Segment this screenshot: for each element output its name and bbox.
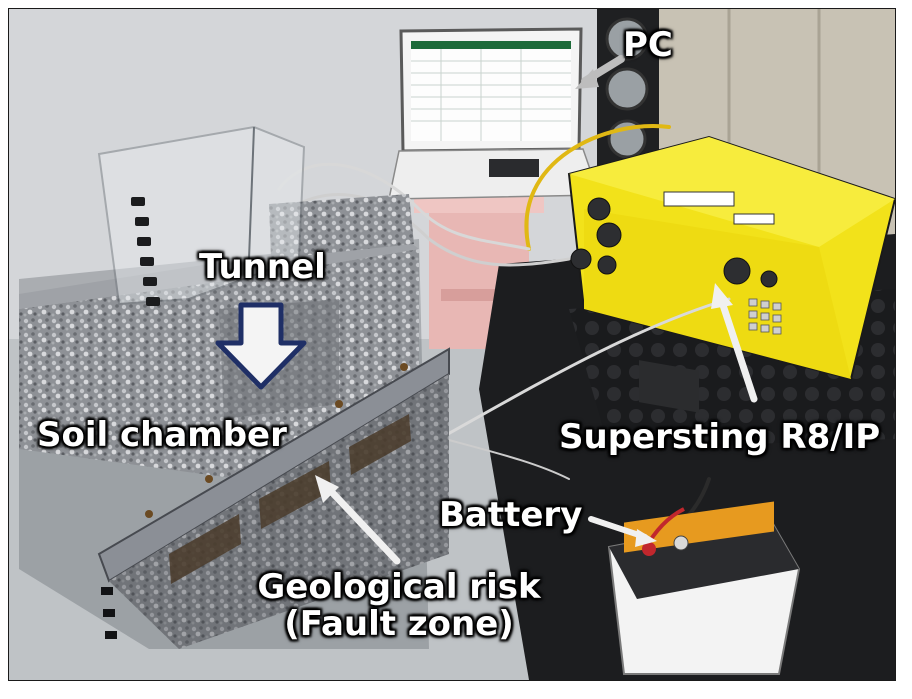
gravel-left xyxy=(19,279,239,479)
keypad xyxy=(748,298,782,335)
geological-risk-arrow xyxy=(315,475,401,565)
lab-setup-photo xyxy=(9,9,895,680)
photo-frame: PC Tunnel Soil chamber Supersting R8/IP … xyxy=(8,8,896,681)
label-geological-risk-line2: (Fault zone) xyxy=(284,604,514,645)
label-tunnel: Tunnel xyxy=(199,247,326,287)
label-geological-risk-line1: Geological risk xyxy=(257,567,541,607)
label-geological-risk: Geological risk (Fault zone) xyxy=(254,567,544,645)
supersting-arrow xyxy=(711,283,758,403)
label-pc: PC xyxy=(623,25,673,65)
battery-arrow xyxy=(588,516,657,547)
fault-zone-slots xyxy=(169,414,411,584)
label-soil-chamber: Soil chamber xyxy=(37,415,287,455)
label-battery: Battery xyxy=(439,495,583,535)
pc-arrow xyxy=(575,55,625,89)
label-supersting: Supersting R8/IP xyxy=(559,417,881,457)
tunnel-arrow xyxy=(215,302,307,390)
